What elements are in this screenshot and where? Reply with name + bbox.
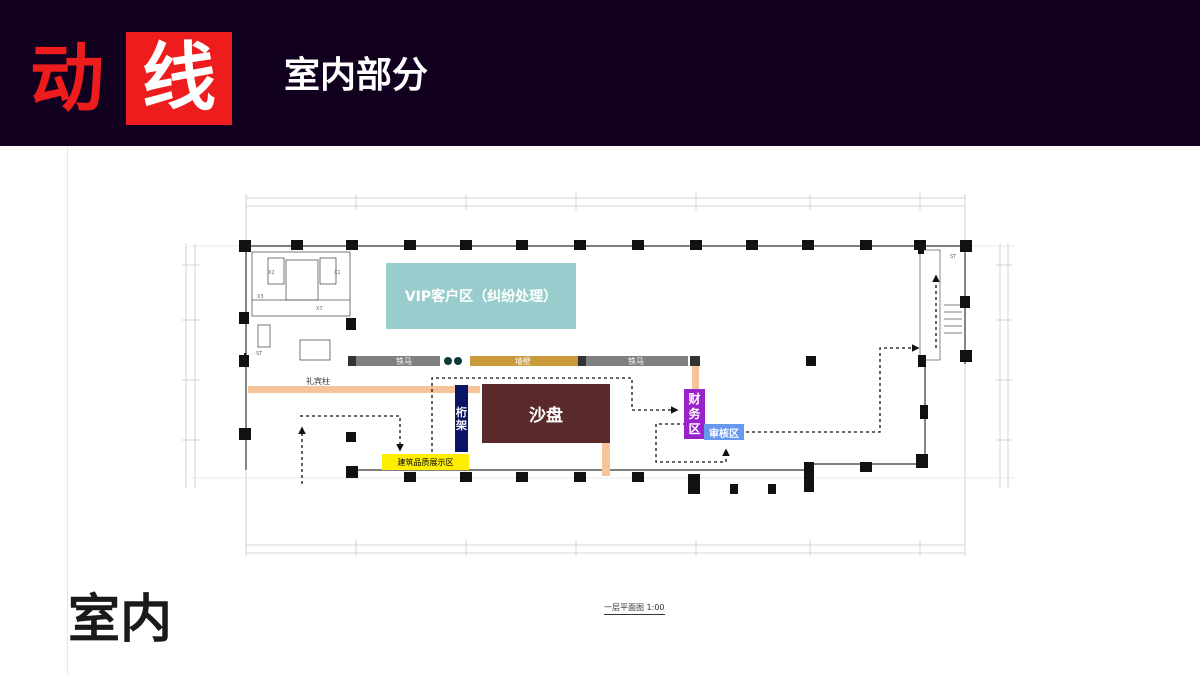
svg-text:X2: X2	[268, 270, 275, 276]
zone-sand-table: 沙盘	[482, 384, 610, 443]
restroom-tags: X2 X1 X3 X7 ST ST	[256, 254, 957, 357]
right-stair	[919, 249, 962, 361]
svg-text:ST: ST	[950, 254, 957, 260]
logo-char-xian: 线	[142, 35, 216, 121]
plan-caption: 一层平面图 1:00	[604, 602, 665, 615]
zone-vip: VIP客户区（纠纷处理）	[386, 263, 576, 329]
header-bar: 动 线 室内部分	[0, 0, 1200, 146]
zone-sample: 建筑品质展示区	[382, 454, 469, 470]
logo-char-dong: 动	[30, 36, 104, 122]
left-divider	[67, 146, 68, 675]
svg-text:ST: ST	[256, 351, 263, 357]
zone-audit: 审核区	[704, 424, 744, 440]
label-iron-horse-right: 铁马	[628, 357, 644, 366]
label-banner-wall: 墙壁	[515, 357, 531, 366]
zone-rack: 桁架	[455, 385, 468, 452]
zone-finance: 财务区	[684, 389, 705, 439]
page-subtitle: 室内部分	[284, 55, 429, 96]
logo-box: 线	[126, 32, 232, 125]
label-guest-pillar: 礼宾柱	[306, 377, 330, 386]
svg-text:X3: X3	[257, 294, 264, 300]
bottom-title: 室内	[68, 590, 173, 650]
circulation-paths	[298, 274, 940, 484]
svg-text:X7: X7	[316, 306, 323, 312]
svg-text:X1: X1	[334, 270, 341, 276]
label-iron-horse-left: 铁马	[396, 357, 412, 366]
columns	[239, 240, 972, 494]
dimension-lines	[182, 194, 1012, 556]
barrier-line	[348, 356, 700, 366]
restroom-block	[251, 251, 351, 361]
